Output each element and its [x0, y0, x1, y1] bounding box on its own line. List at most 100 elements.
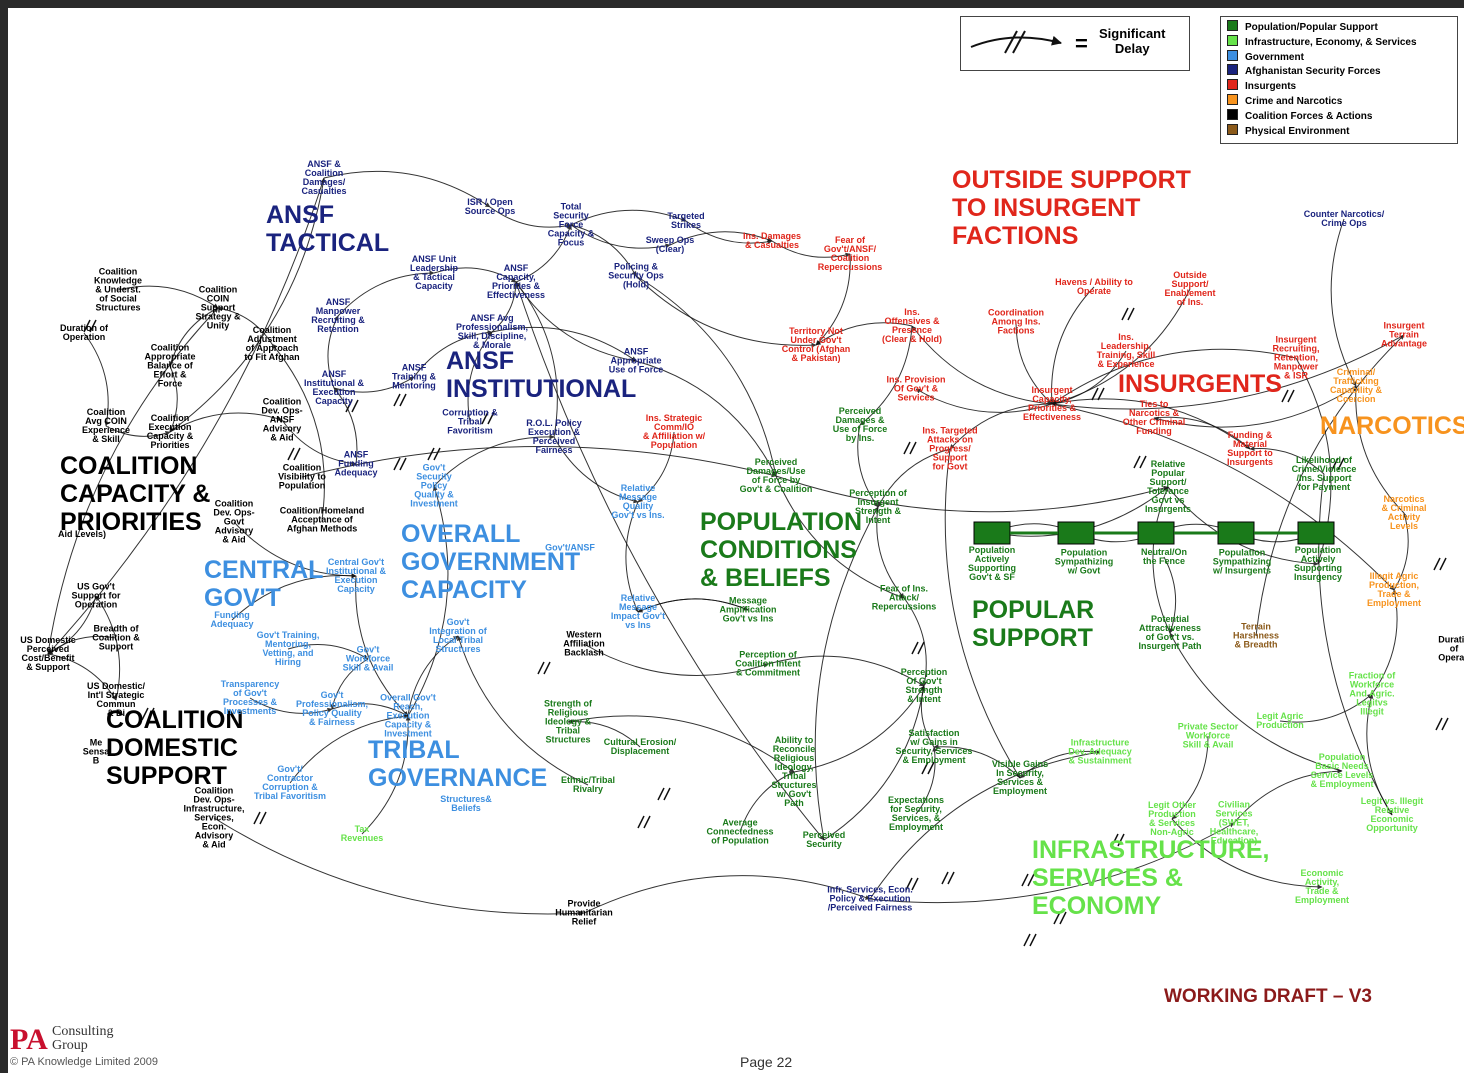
variable-label: ANSF & Coalition Damages/ Casualties: [301, 159, 347, 196]
delay-mark: [1435, 717, 1449, 731]
variable-label: Insurgent Terrain Advantage: [1380, 320, 1428, 349]
cluster-title: NARCOTICS: [1320, 412, 1464, 440]
causal-link: [767, 655, 925, 687]
causal-link: [635, 275, 778, 477]
variable-label: Coalition/Homeland Acceptance of Afghan …: [279, 505, 365, 534]
clipped-label: Gov't/ANSF: [545, 542, 595, 553]
causal-link: [570, 224, 671, 249]
variable-label: Economic Activity, Trade & Employment: [1294, 868, 1350, 905]
variable-label: Tax Revenues: [340, 824, 384, 843]
cluster-title: POPULATION CONDITIONS & BELIEFS: [700, 508, 863, 592]
causal-link: [1051, 350, 1127, 406]
causal-link: [327, 315, 339, 389]
causal-link: [567, 715, 795, 773]
cluster-title: INFRASTRUCTURE, SERVICES & ECONOMY: [1032, 836, 1270, 920]
logo-consulting-text: Consulting Group: [52, 1024, 114, 1053]
causal-link: [1049, 286, 1095, 405]
legend-swatch: [1227, 20, 1238, 31]
legend-label: Insurgents: [1245, 81, 1297, 93]
causal-link: [1051, 398, 1251, 450]
variable-label: US Domestic Perceived Cost/Benefit & Sup…: [20, 635, 76, 672]
variable-label: Civilian Services (SWET, Healthcare, Edu…: [1209, 799, 1259, 846]
causal-link: [570, 209, 687, 226]
variable-label: Population Basic Needs Service Levels & …: [1310, 752, 1374, 789]
causal-link: [333, 376, 415, 393]
cluster-title: OUTSIDE SUPPORT TO INSURGENT FACTIONS: [952, 166, 1191, 250]
variable-label: ANSF Funding Adequacy: [334, 449, 378, 478]
variable-label: Gov't Training, Mentoring, Vetting, and …: [256, 630, 320, 667]
population-stock: [1217, 521, 1255, 545]
causal-link: [168, 307, 219, 367]
cluster-title: OVERALL GOVERNMENT CAPACITY: [401, 520, 581, 604]
delay-mark: [903, 441, 917, 455]
causal-link: [915, 746, 938, 815]
causal-link: [1393, 512, 1409, 591]
delay-mark: [941, 871, 955, 885]
legend-swatch: [1227, 34, 1238, 46]
delay-mark: [911, 641, 925, 655]
causal-link: [491, 326, 637, 362]
variable-label: Coalition Adjustment of Approach to Fit …: [244, 325, 300, 362]
variable-label: Sweep Ops (Clear): [645, 235, 695, 254]
variable-label: Overall Gov't Reach, Execution Capacity …: [380, 692, 436, 739]
delay-mark-layer: [83, 307, 1449, 947]
delay-equals-sign: =: [1075, 31, 1088, 56]
cluster-title: COALITION CAPACITY & PRIORITIES: [60, 452, 211, 536]
delay-mark: [287, 447, 301, 461]
delay-mark: [141, 707, 155, 721]
variable-label: Central Gov't Institutional & Execution …: [326, 557, 386, 594]
delay-mark: [1121, 307, 1135, 321]
variable-label: Ins. Strategic Comm/IO & Affiliation w/ …: [642, 413, 706, 450]
causal-link: [47, 635, 117, 655]
variable-label: Relative Popular Support/ Tolerance Govt…: [1144, 459, 1192, 514]
variable-label: Coalition Execution Capacity & Prioritie…: [146, 413, 194, 450]
cluster-title: INSURGENTS: [1118, 370, 1282, 398]
causal-link: [570, 224, 637, 277]
variable-label: Funding Adequacy: [210, 610, 254, 629]
variable-label: Expectations for Security, Services, & E…: [887, 795, 945, 832]
causal-link: [814, 506, 879, 841]
causal-link: [515, 281, 637, 363]
variable-label: ANSF Avg Professionalism, Skill, Discipl…: [455, 313, 529, 350]
causal-link: [1051, 348, 1297, 405]
legend-row: Physical Environment: [1227, 123, 1349, 138]
causal-link: [775, 475, 1169, 513]
delay-arrow-icon: [970, 30, 1062, 54]
causal-link: [289, 713, 409, 784]
causal-link: [169, 365, 178, 433]
variable-label: Gov't Security Policy Quality & Investme…: [410, 462, 458, 509]
causal-link: [915, 388, 1053, 413]
variable-label: Coalition Dev. Ops- Govt Advisory & Aid: [213, 498, 255, 545]
causal-link: [1051, 334, 1405, 410]
causal-link: [331, 703, 409, 717]
delay-mark: [1281, 389, 1295, 403]
causal-link: [869, 822, 1235, 904]
legend-label: Coalition Forces & Actions: [1245, 110, 1373, 122]
legend-swatch: [1227, 79, 1238, 91]
variable-label: Population Sympathizing w/ Insurgents: [1212, 547, 1272, 576]
working-draft-label: WORKING DRAFT – V3: [1164, 986, 1372, 1007]
variable-label: Perception Of Gov't Strength & Intent: [900, 667, 948, 704]
delay-mark: [345, 399, 359, 413]
variable-label: Perceived Damages & Use of Force by Ins.: [832, 406, 888, 443]
causal-link: [47, 653, 117, 701]
causal-link: [685, 220, 773, 245]
variable-label: Funding & Material Support to Insurgents: [1226, 430, 1274, 467]
variable-label: Cultural Erosion/ Displacement: [603, 737, 677, 756]
variable-label: Breadth of Coalition & Support: [92, 623, 140, 652]
causal-link: [213, 817, 585, 916]
clipped-label: ( Aid Levels): [57, 520, 107, 539]
legend-row: Afghanistan Security Forces: [1227, 64, 1381, 78]
variable-label: Fear of Gov't/ANSF/ Coalition Repercussi…: [817, 235, 883, 272]
causal-link: [771, 240, 851, 258]
causal-link: [337, 270, 435, 317]
copyright-notice: © PA Knowledge Limited 2009: [10, 1056, 158, 1068]
causal-link: [355, 575, 409, 717]
variable-label: Ethnic/Tribal Rivalry: [560, 775, 616, 794]
causal-link: [1152, 486, 1171, 634]
variable-label: Outside Support/ Enablement of Ins.: [1164, 270, 1216, 307]
population-stock: [1297, 521, 1335, 545]
causal-link: [281, 419, 357, 466]
variable-label: Ins. Offensives & Presence (Clear & Hold…: [881, 307, 943, 344]
